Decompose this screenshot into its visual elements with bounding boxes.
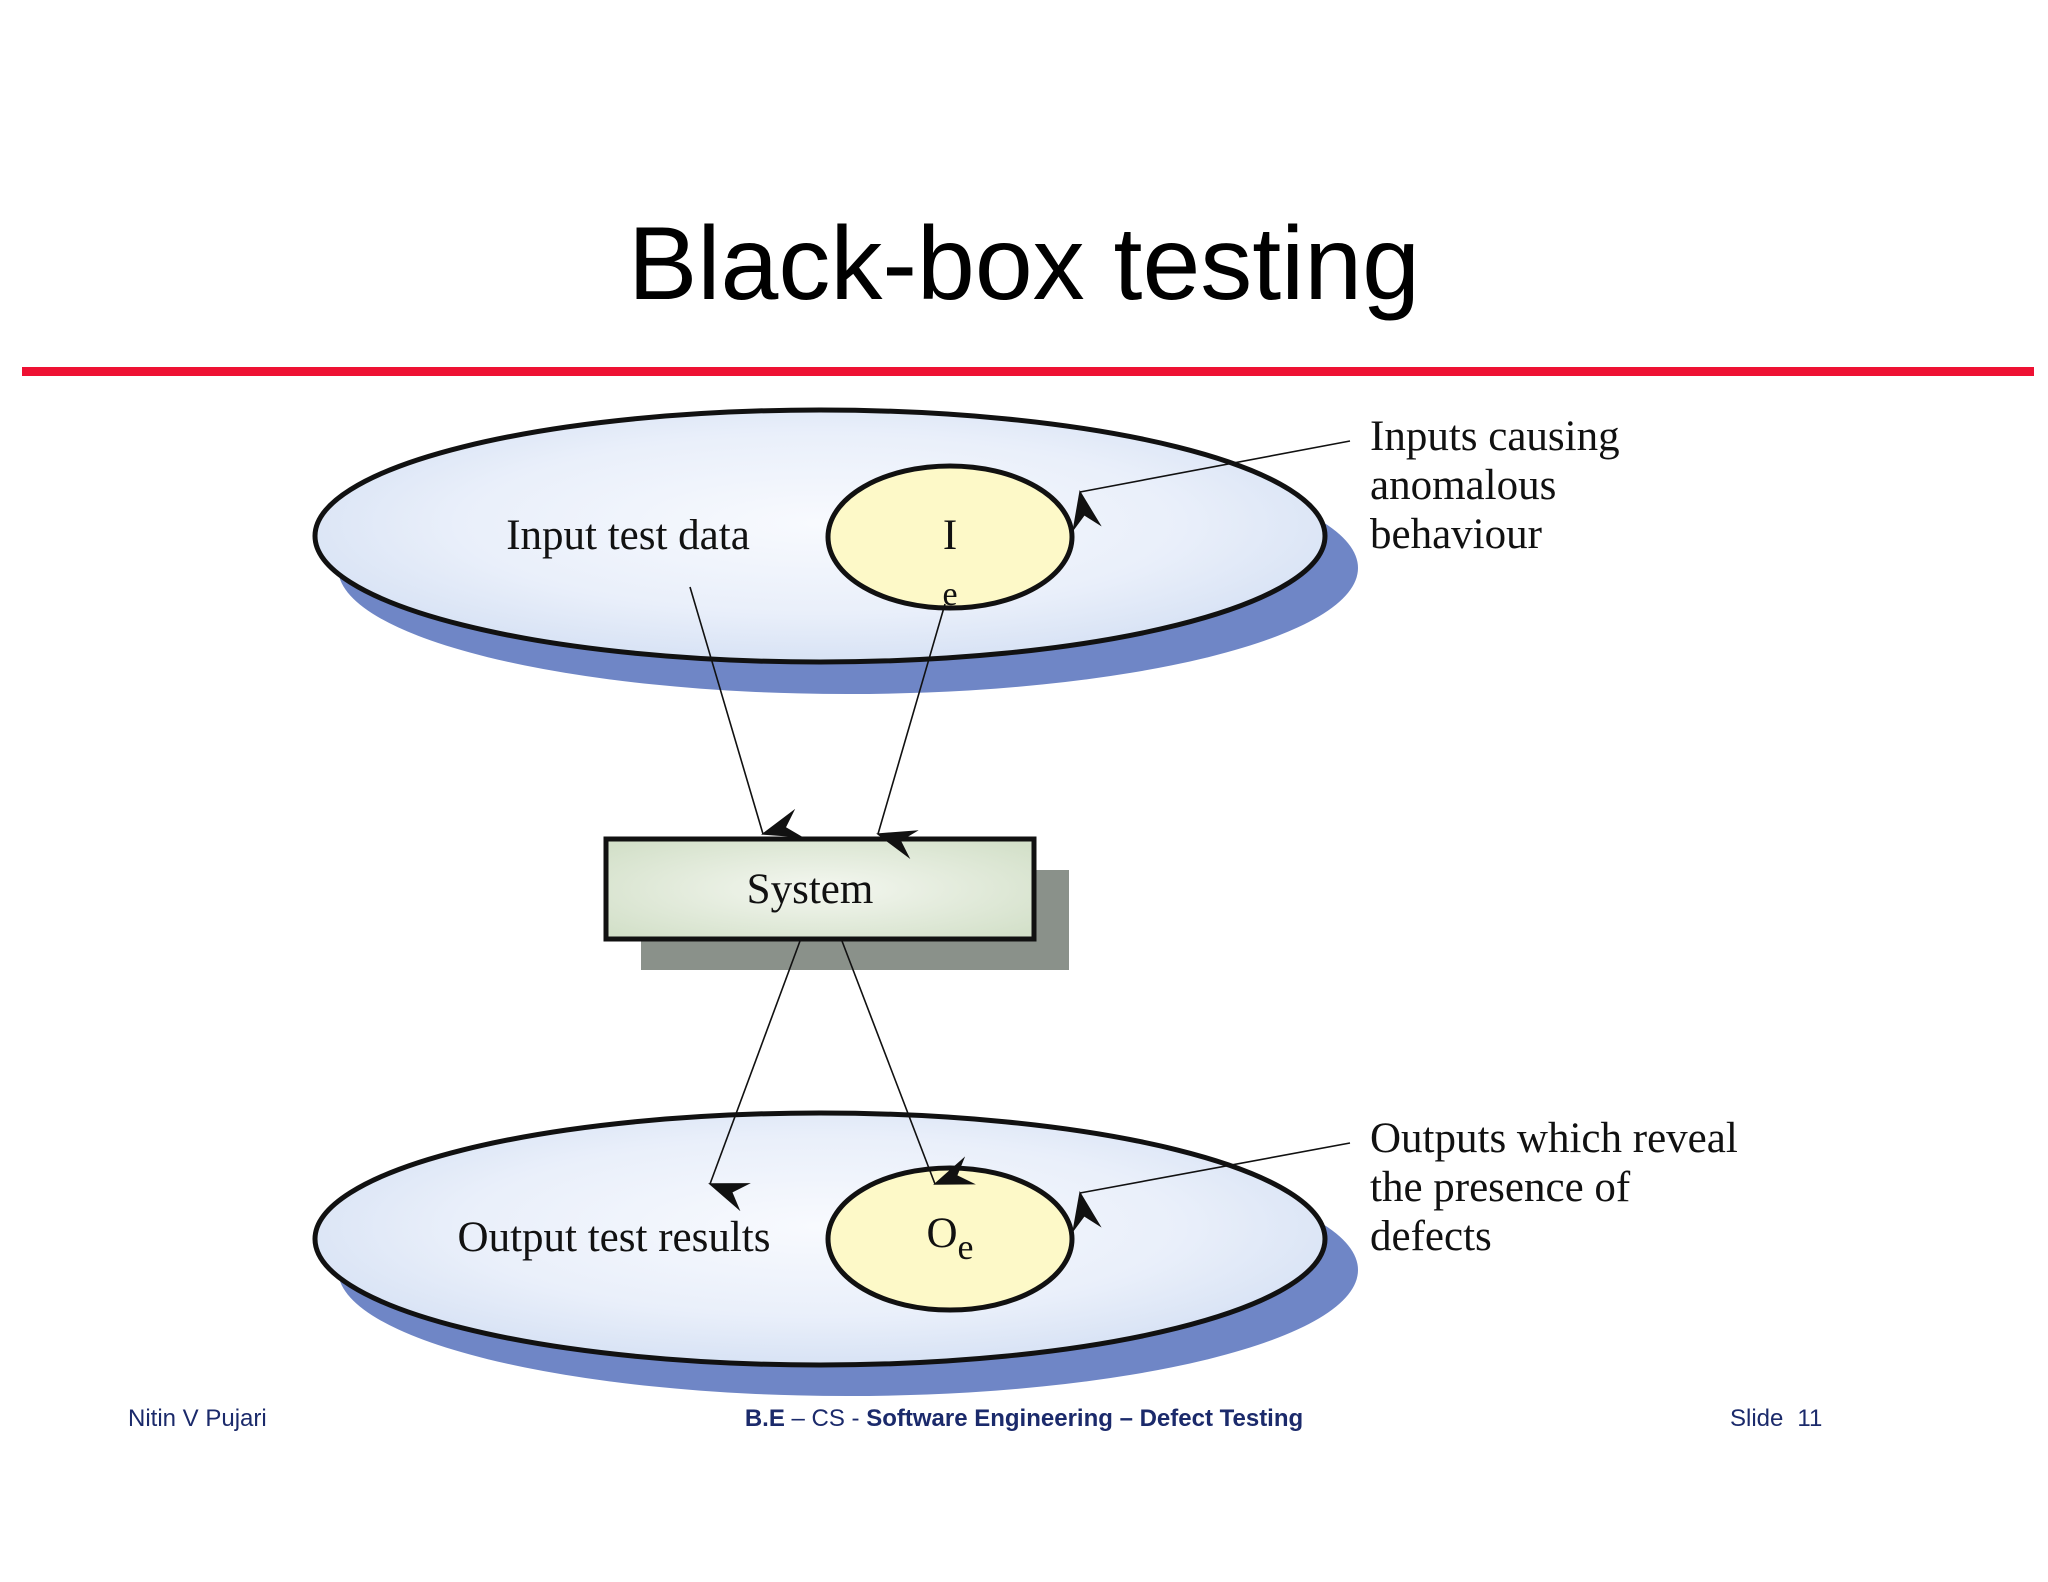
annotation-outputs-line-1: Outputs which reveal [1370,1115,1738,1162]
annotation-inputs-line-1: Inputs causing [1370,413,1620,460]
arrow-input-data-to-system [689,586,804,838]
footer-course-part-3: Software Engineering – Defect Testing [866,1405,1304,1432]
system-rect [603,836,1037,942]
input-subset-ellipse [825,463,1075,611]
input-set-label: Input test data [506,512,750,559]
annotation-inputs: Inputs causing anomalous behaviour [1370,412,1620,559]
input-subset-sub: e [942,576,957,613]
annotation-outputs-line-2: the presence of [1370,1164,1631,1211]
footer-course-part-2: – CS - [791,1405,860,1432]
footer-slide-number: Slide 11 [1730,1405,1822,1433]
footer-course-part-1: B.E [744,1405,785,1432]
input-set-ellipse [312,407,1328,665]
footer-course: B.E – CS - Software Engineering – Defect… [0,1405,2048,1433]
footer-slide-label: Slide [1730,1405,1784,1432]
input-subset-sub-label: e [942,576,957,613]
output-subset-main: O [926,1210,957,1257]
output-set-ellipse [312,1110,1328,1368]
footer-author: Nitin V Pujari [128,1405,267,1432]
annotation-inputs-line-2: anomalous [1370,462,1557,509]
footer-slide-num: 11 [1797,1405,1823,1432]
output-set: Output test results Oe [312,1110,1358,1396]
slide-title: Black-box testing [628,206,1420,322]
pointer-inputs-annotation [1072,440,1351,533]
annotation-inputs-line-3: behaviour [1370,511,1542,558]
pointer-outputs-annotation [1072,1142,1351,1234]
system-label: System [747,866,874,913]
annotation-outputs-line-3: defects [1370,1213,1492,1260]
system-box: System [603,836,1069,970]
input-set: Input test data I e [312,407,1358,694]
input-subset-main: I [943,512,957,559]
output-subset-label: Oe [926,1210,973,1267]
output-subset-sub: e [958,1227,974,1267]
input-subset-label: I [943,512,957,559]
arrow-system-to-output-results [708,940,801,1212]
title-divider [22,367,2034,376]
arrow-system-to-defect-output [841,940,976,1185]
output-set-label: Output test results [458,1214,771,1261]
annotation-outputs: Outputs which reveal the presence of def… [1370,1114,1738,1261]
arrow-anomalous-input-to-system [876,603,946,860]
